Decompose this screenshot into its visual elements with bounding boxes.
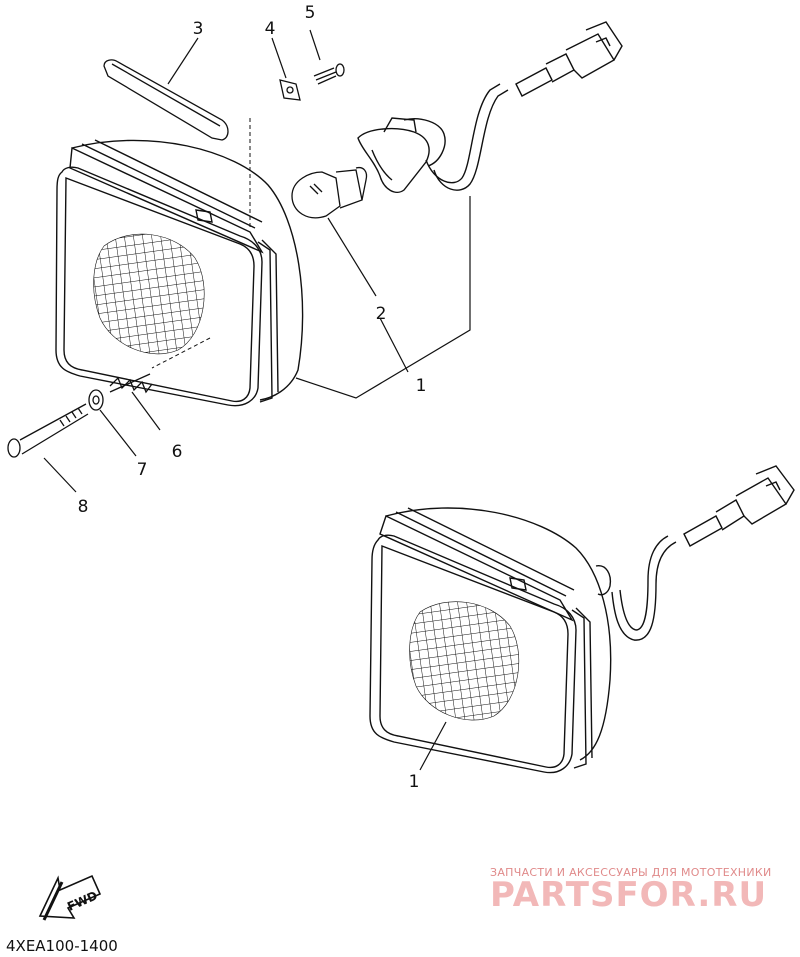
fwd-arrow-icon: FWD (38, 874, 102, 921)
bulb (291, 166, 368, 219)
trim-strip (103, 59, 229, 141)
callout-8: 8 (78, 497, 89, 517)
guide-lines (151, 118, 251, 369)
callout-1-bottom: 1 (409, 772, 420, 792)
diagram-code: 4XEA100-1400 (6, 937, 118, 955)
callout-5: 5 (305, 3, 316, 23)
washer (88, 389, 104, 411)
clip (279, 79, 301, 101)
lens-grid-top (93, 233, 205, 355)
callout-4: 4 (265, 19, 276, 39)
screw-small (313, 63, 345, 85)
callout-3: 3 (193, 19, 204, 39)
leader-lines-top (43, 29, 471, 493)
adjust-screw (7, 403, 89, 458)
callout-1-top: 1 (416, 376, 427, 396)
callout-6: 6 (172, 442, 183, 462)
spring (109, 373, 153, 394)
watermark-tagline: ЗАПЧАСТИ И АКСЕССУАРЫ ДЛЯ МОТОТЕХНИКИ (490, 866, 772, 879)
wire-harness-top (425, 21, 623, 191)
bulb-socket (357, 117, 446, 194)
callout-7: 7 (137, 460, 148, 480)
leader-line-bottom (419, 721, 447, 771)
watermark-brand: PARTSFOR.RU (490, 875, 767, 915)
wire-harness-bottom (611, 465, 795, 641)
headlight-top (55, 139, 304, 407)
headlight-bottom (369, 507, 612, 774)
callout-2: 2 (376, 304, 387, 324)
lens-grid-bottom (409, 601, 520, 721)
